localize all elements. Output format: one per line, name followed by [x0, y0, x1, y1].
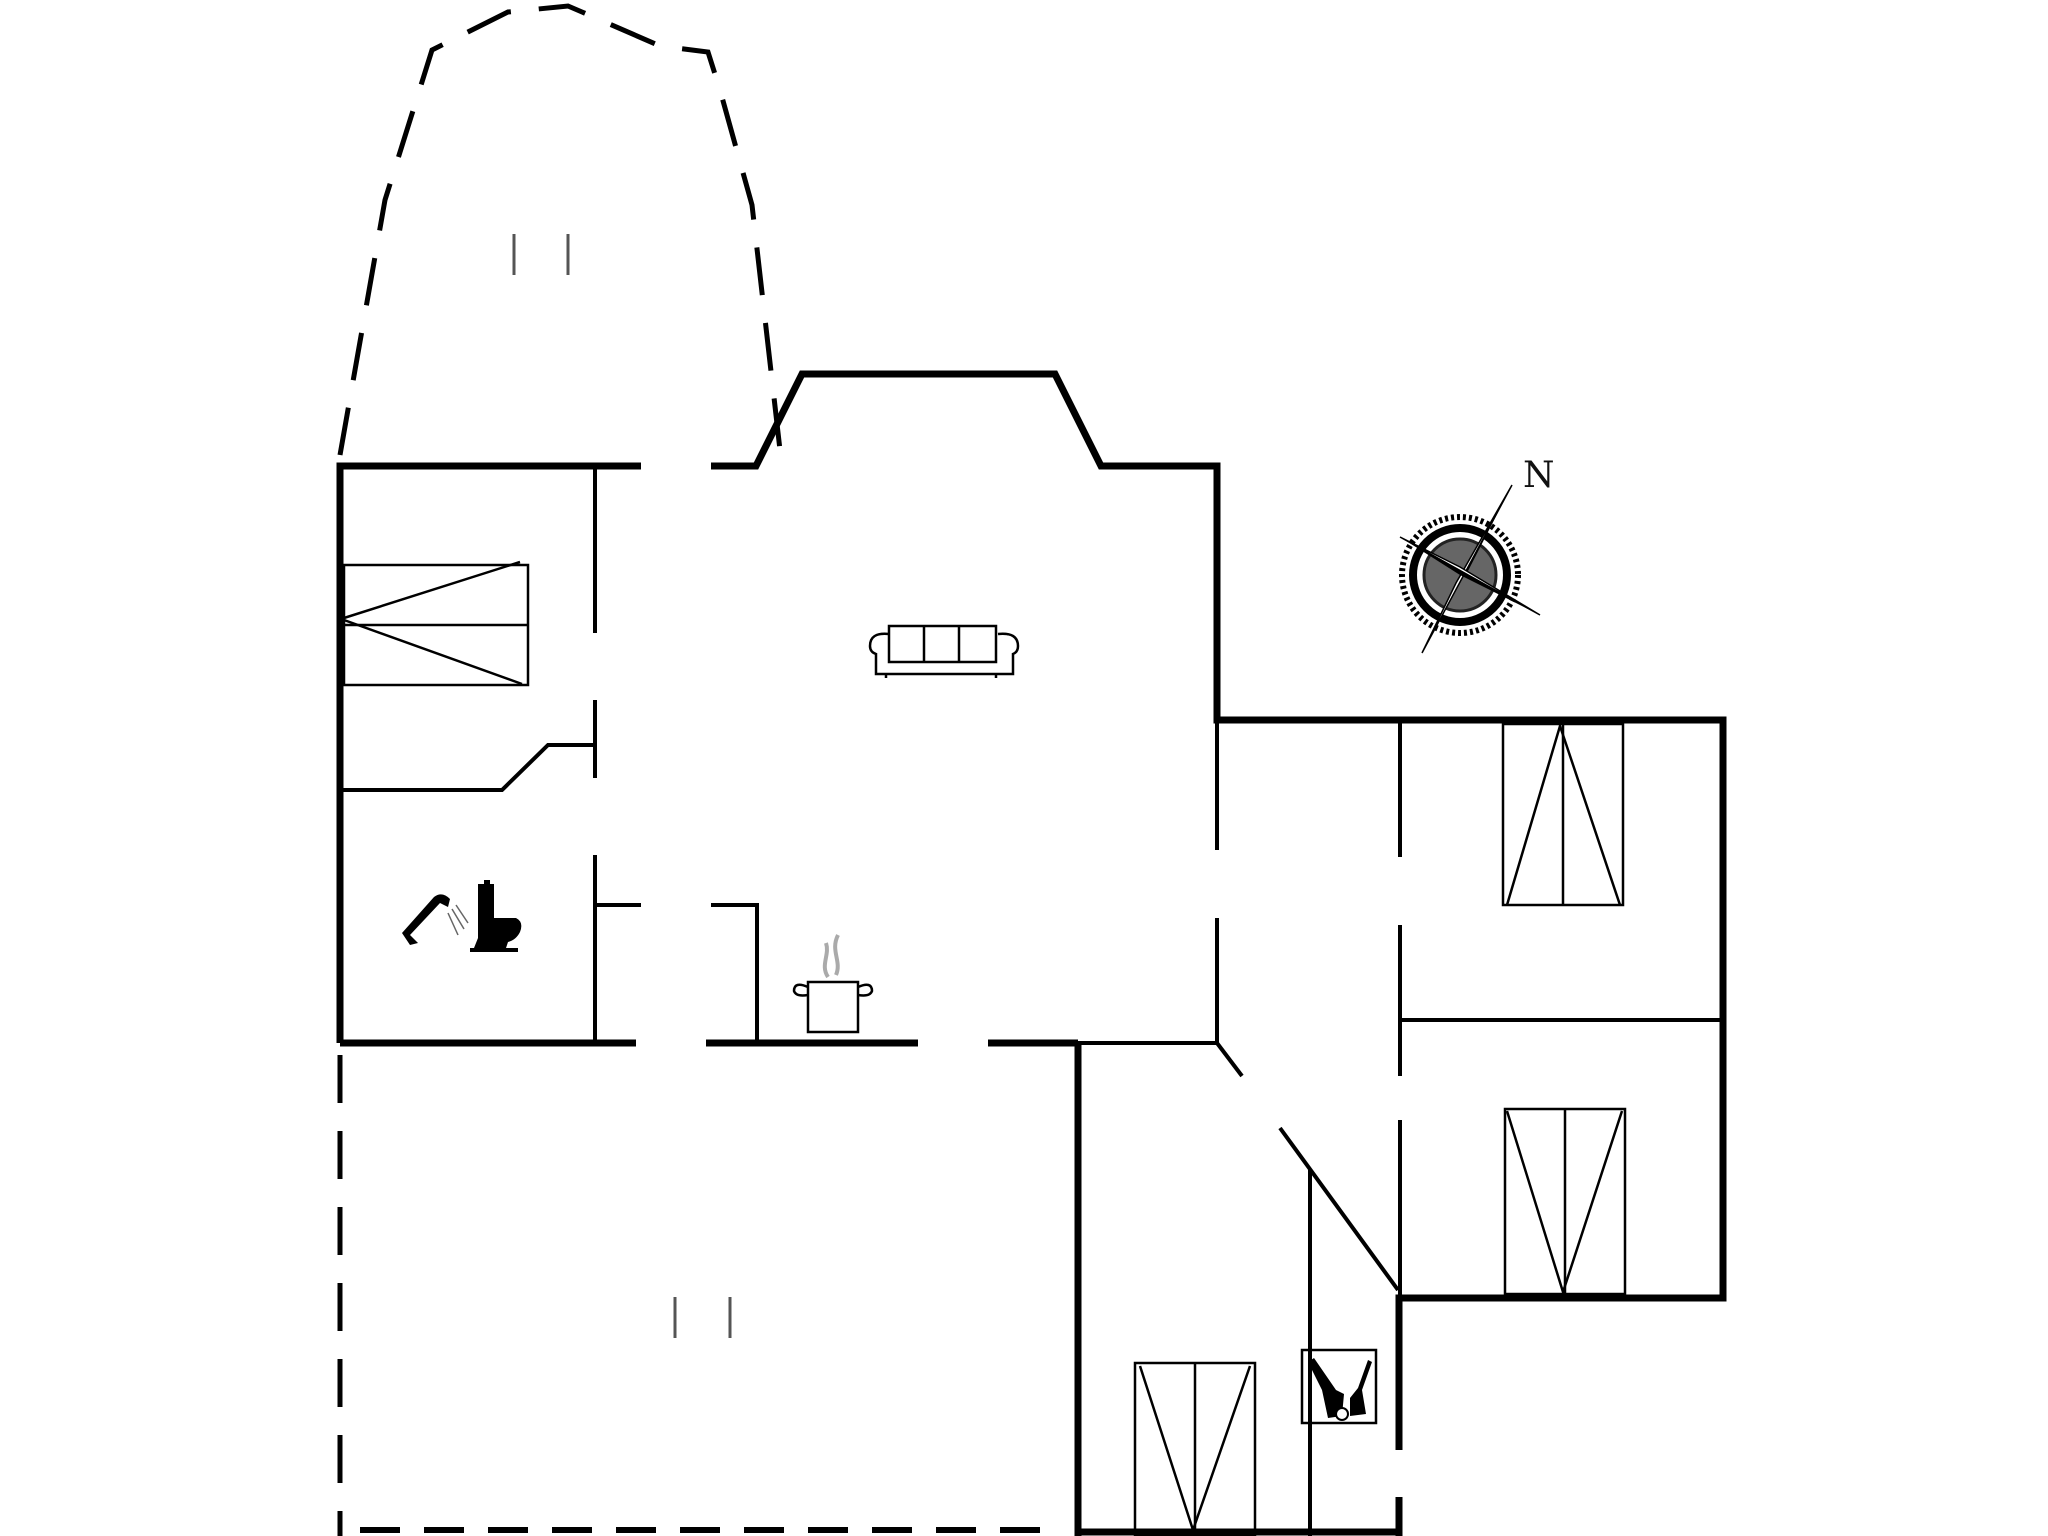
vacuum-broom-icon: [1300, 1348, 1378, 1425]
double-bed-icon: [1501, 721, 1625, 907]
shower-icon: [402, 894, 469, 945]
toilet-icon: [470, 880, 522, 952]
exterior-walls: [336, 370, 1727, 1536]
interior-walls: [340, 466, 1723, 1536]
double-bed-icon: [1503, 1107, 1627, 1297]
double-bed-icon: [1133, 1361, 1257, 1536]
cooking-pot-icon: [792, 934, 874, 1034]
compass-north-label: N: [1523, 455, 1555, 496]
terrace-bottom-outline: [337, 1055, 1060, 1536]
terrace-top-outline: [337, 3, 783, 456]
sofa-icon: [868, 624, 1020, 678]
single-bed-icon: [342, 560, 530, 687]
compass-rose-icon: [1399, 484, 1541, 654]
